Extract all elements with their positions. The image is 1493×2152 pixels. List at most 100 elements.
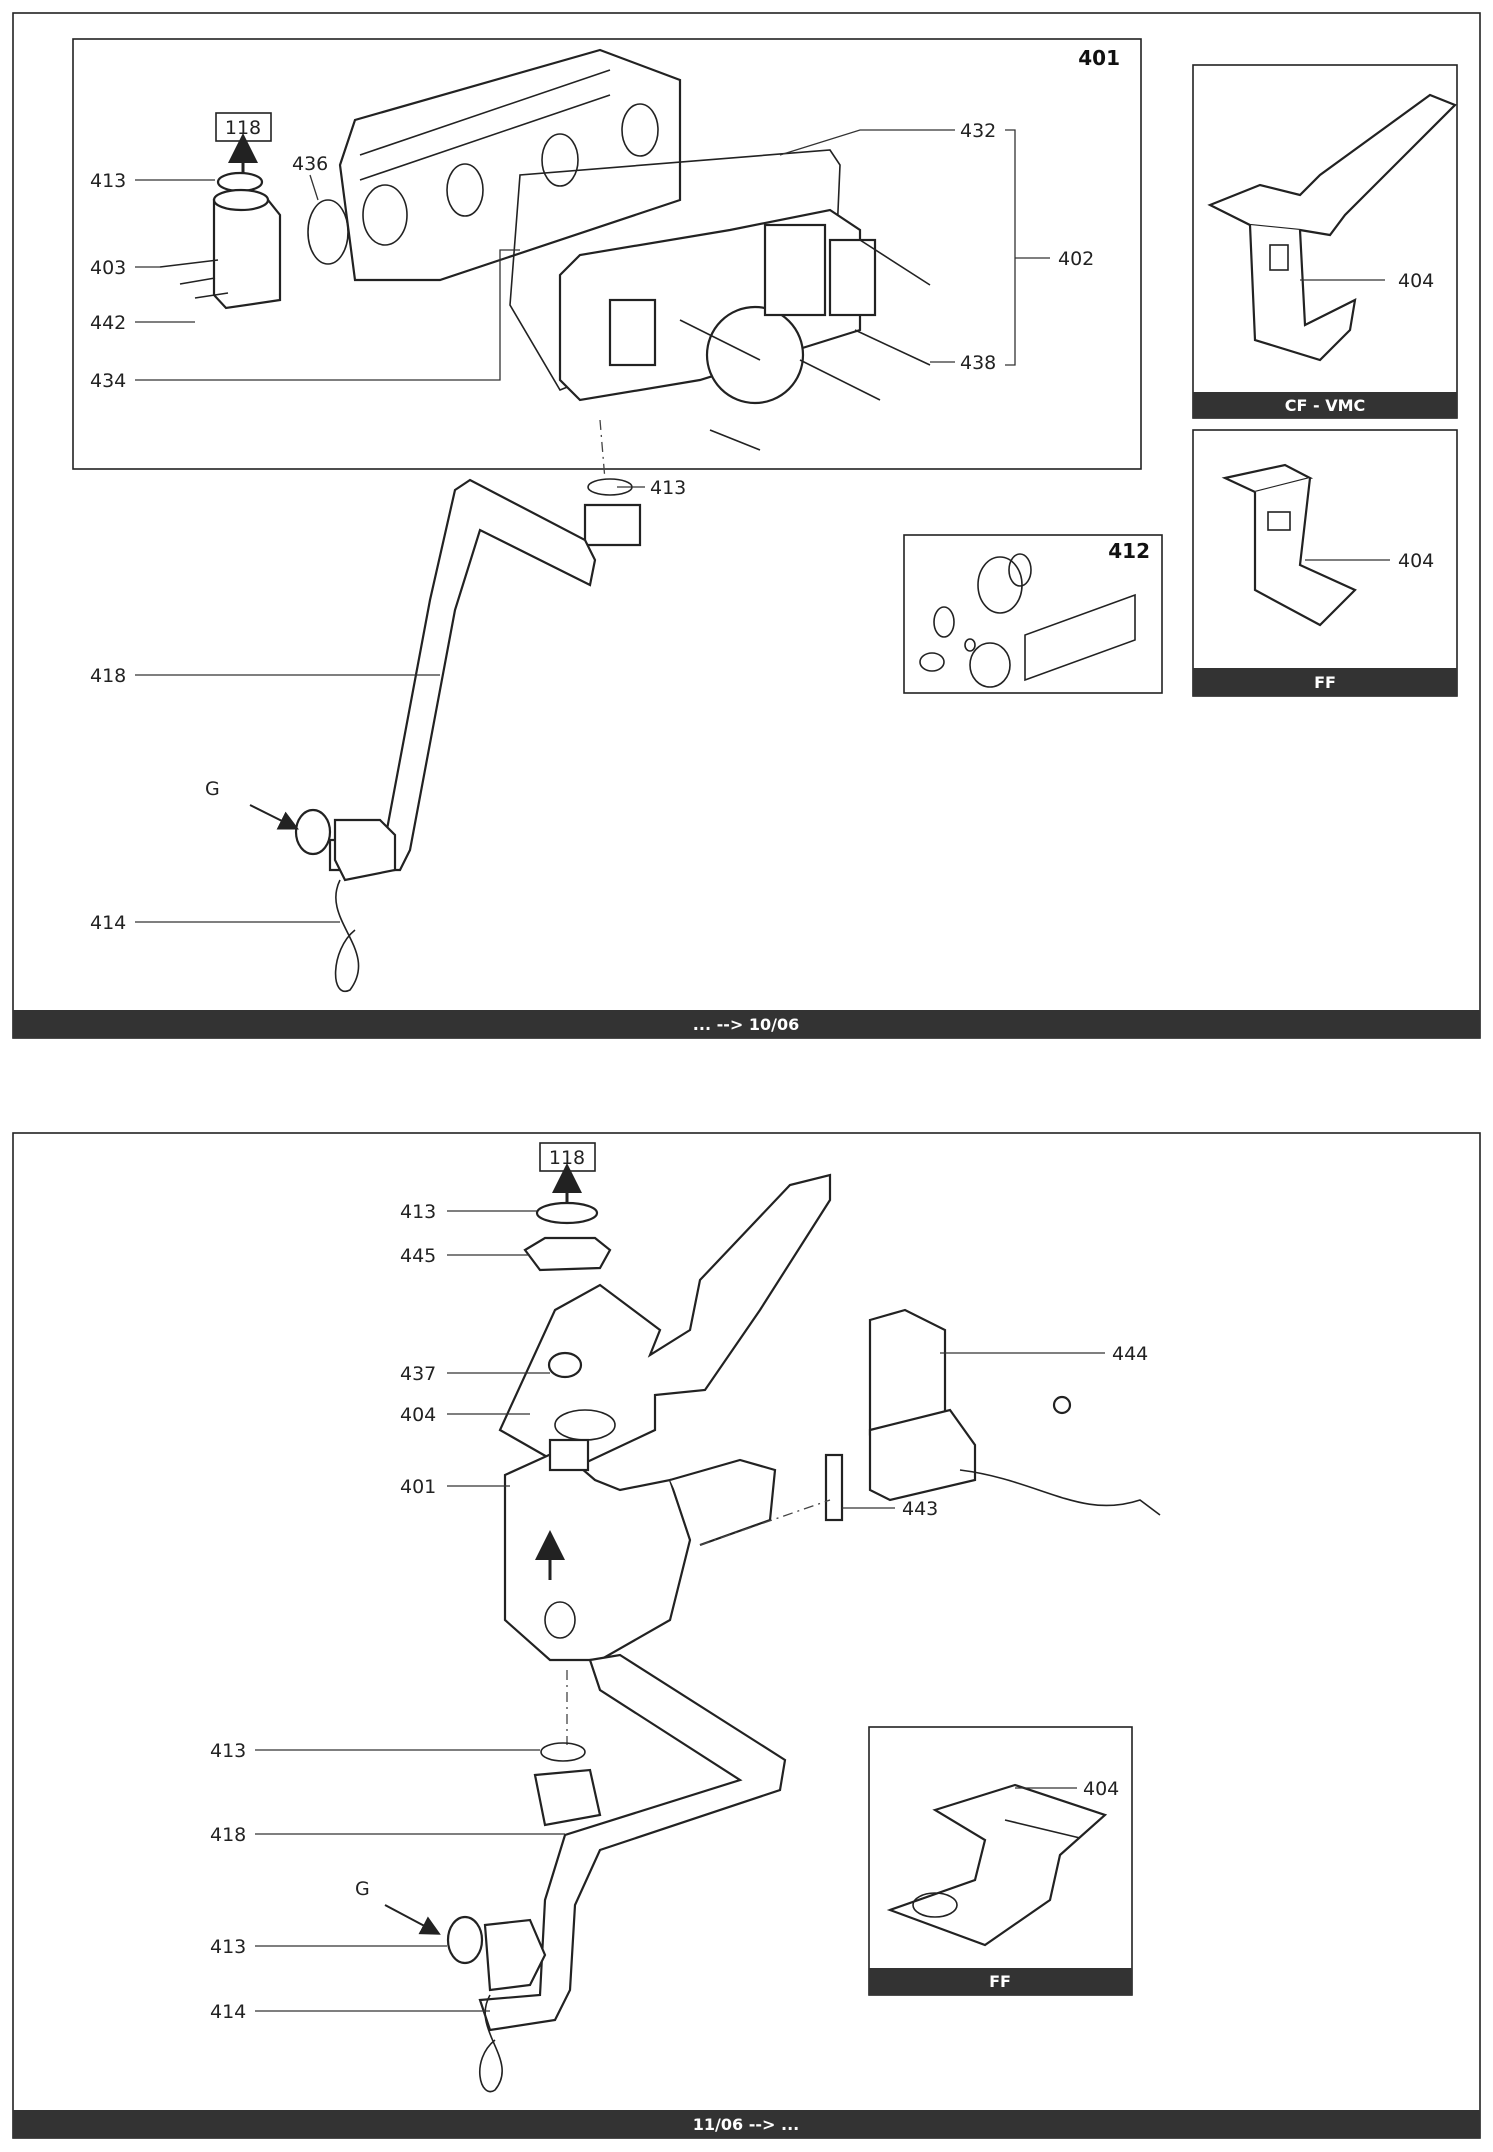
bracket-ff-caption: FF [1314,673,1336,692]
pipe-body [328,478,597,872]
module-lower [868,1408,977,1502]
callout-414-b: 414 [210,2001,246,2023]
top-panel-footer-text: ... --> 10/06 [693,1015,799,1034]
callout-434: 434 [90,370,126,392]
bracket-ff-slot-bottom [1004,1819,1081,1839]
gas-pipe-418: G [205,478,642,993]
clip-414 [334,879,360,993]
callout-413c-b: 413 [210,1936,246,1958]
callout-414: 414 [90,912,126,934]
callout-401: 401 [400,1476,436,1498]
gas-flow-arrow-bottom [384,1904,441,1935]
valve-block-port-c [621,103,659,157]
leader-434 [135,249,520,381]
pipe-inlet-fitting [333,818,397,882]
connector-block [608,298,657,367]
bracket-cf-slot [1269,244,1289,271]
inlet-fitting-thread [212,188,270,212]
gas-flow-arrow [249,804,299,830]
bracket-ff-slot [1267,511,1291,531]
valve-assembly-box [72,38,1142,470]
valve-block-inlet-port [362,184,408,246]
bracket-cf-caption: CF - VMC [1285,396,1366,415]
bracket-ff-caption-bar [1193,668,1457,696]
bracket-ff-body [1253,477,1357,627]
bracket-ff-caption-bottom: FF [989,1972,1011,1991]
callout-404-cf: 404 [1398,270,1434,292]
gas-inlet-symbol: G [205,778,220,800]
top-axis-line [599,419,606,481]
leader-436 [309,174,319,201]
gas-inlet-fitting [159,171,349,310]
kit-o-ring-c [969,642,1011,688]
seal-ring-413-top [535,1201,599,1225]
kit-412-parts [919,553,1136,688]
kit-412-number: 412 [1108,539,1150,563]
bottom-panel-footer-text: 11/06 --> ... [693,2115,799,2134]
valve-outlet [544,1601,576,1639]
solenoid-assembly [558,208,931,451]
ref-118-label: 118 [225,117,261,139]
screw-438c [799,359,881,401]
callout-413b-b: 413 [210,1740,246,1762]
connector-443 [824,1453,844,1522]
bracket-404-bottom [498,1173,832,1472]
callout-413a-b: 413 [400,1201,436,1223]
bracket-ff-drawing [1221,463,1357,627]
callout-403: 403 [90,257,126,279]
valve-assembly-box-number: 401 [1078,46,1120,70]
stepper-motor [705,305,805,405]
control-module-444 [699,1308,1161,1546]
callout-418-b: 418 [210,1824,246,1846]
pipe-inlet-bottom [483,1918,547,1992]
valve-block-housing [338,48,682,282]
filter-gasket-bottom [446,1915,484,1965]
callout-413a: 413 [90,170,126,192]
gas-valve-body [338,48,682,282]
bracket-ff-hole-bottom [912,1892,958,1918]
callout-442: 442 [90,312,126,334]
screw-442 [194,292,229,299]
callout-436: 436 [292,153,328,175]
screw-module [1052,1395,1072,1415]
gas-inlet-symbol-bottom: G [355,1878,370,1900]
bottom-valve-assembly [498,1173,832,1662]
valve-block-port-a [446,163,484,217]
gasket-434 [509,149,841,391]
coil-b [828,238,877,317]
callout-445: 445 [400,1245,436,1267]
callout-438: 438 [960,352,996,374]
callout-432: 432 [960,120,996,142]
gas-valve-401 [503,1448,692,1662]
screw-442b [179,277,216,285]
callout-444: 444 [1112,1343,1148,1365]
kit-412-box [903,534,1163,694]
module-cable [959,1469,1161,1516]
kit-ring-b [919,652,945,672]
seal-ring-413 [216,171,264,193]
kit-ring-a [933,606,955,638]
bracket-ff-caption-bar-bottom [869,1968,1132,1995]
bracket-cf-drawing [1207,93,1457,362]
gas-pipe-418-bottom: G [355,1653,787,2093]
bracket-402 [1005,129,1016,366]
callout-402: 402 [1058,248,1094,270]
bracket-ff-plate-bottom [886,1783,1108,1947]
inlet-fitting-body [212,198,282,310]
screw-438e [854,329,931,366]
callout-404-b: 404 [400,1404,436,1426]
plug-437 [547,1351,583,1379]
lock-nut-445 [523,1236,612,1272]
bracket-cf-top-arm [1207,93,1457,237]
callout-443: 443 [902,1498,938,1520]
top-panel: ... --> 10/06 401 118 [12,12,1481,1039]
o-ring-436 [307,199,349,265]
pipe-nut-bottom [533,1768,602,1827]
pipe-nut [583,503,642,547]
bracket-cf-body [1248,224,1357,362]
kit-o-ring-small [1008,553,1032,587]
seal-ring-413-mid [540,1742,586,1762]
valve-block-port-b [541,133,579,187]
callout-437: 437 [400,1363,436,1385]
